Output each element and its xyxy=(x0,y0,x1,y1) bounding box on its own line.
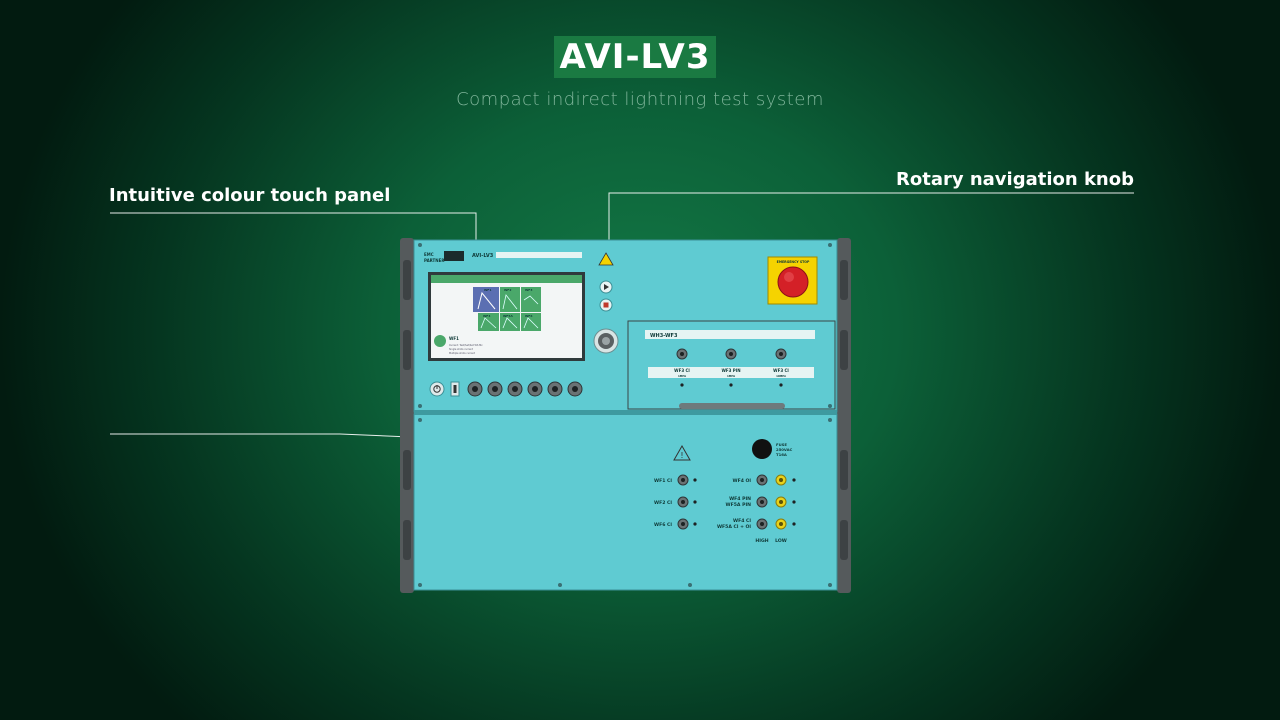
lower-left-label-3: WF6 Cl xyxy=(654,522,672,528)
lower-right-label-4: WF4 Cl xyxy=(733,518,751,524)
lower-right-label-5: WF5A Cl + Ol xyxy=(717,524,751,530)
port-sub-3: 10MHz xyxy=(776,374,786,378)
lower-right-bnc xyxy=(756,474,796,530)
emergency-stop-label: EMERGENCY STOP xyxy=(777,260,810,264)
model-strip xyxy=(496,252,582,258)
warning-icon xyxy=(598,252,614,266)
lower-left-label-1: WF1 Cl xyxy=(654,478,672,484)
tile-label-wf4: WF4 xyxy=(483,314,490,318)
upper-bnc-row xyxy=(676,348,787,360)
lower-right-label-2: WF4 PIN xyxy=(729,496,751,502)
tile-label-wf1: WF1 xyxy=(484,288,491,292)
fuse-label-2: 250VAC xyxy=(776,447,793,452)
tile-label-wf2: WF2 xyxy=(504,288,511,292)
port-label-3: WF3 Cl xyxy=(773,368,789,373)
callout-rotary-knob: Rotary navigation knob xyxy=(895,169,1134,190)
fuse-holder[interactable] xyxy=(752,439,772,459)
port-sub-1: 1MHz xyxy=(678,374,687,378)
info-line-1: Current: Test/Set/Set WS Mx xyxy=(449,344,483,347)
right-rail xyxy=(837,238,851,593)
emergency-stop-button[interactable] xyxy=(777,266,809,298)
port-label-2: WF3 PIN xyxy=(721,368,740,373)
selected-wave-name: WF1 xyxy=(449,336,459,341)
model-label: AVI-LV3 xyxy=(472,253,494,259)
callout-touch-panel: Intuitive colour touch panel xyxy=(109,185,391,206)
brand-line1: EMC xyxy=(424,252,434,257)
high-label: HIGH xyxy=(755,538,768,544)
connector-row-upper xyxy=(467,381,583,397)
low-label: LOW xyxy=(775,538,787,544)
lower-unit xyxy=(413,413,838,591)
stop-icon xyxy=(603,302,609,308)
svg-text:!: ! xyxy=(680,451,683,460)
left-rail xyxy=(400,238,414,593)
brand-logo xyxy=(444,251,464,261)
module-label-strip xyxy=(645,330,815,339)
lower-left-bnc xyxy=(677,474,697,530)
tile-label-wf6: WF6 xyxy=(525,314,532,318)
waveform-tiles[interactable]: WF1 WF2 WF3 WF4 WF5A WF6 xyxy=(473,287,541,331)
product-title: AVI-LV3 xyxy=(554,36,716,78)
module-label: WH3-WF3 xyxy=(650,333,678,339)
fuse-label-3: T16A xyxy=(776,452,787,457)
product-subtitle: Compact indirect lightning test system xyxy=(456,89,824,110)
selected-wave-icon xyxy=(434,335,446,347)
lower-right-label-3: WF5A PIN xyxy=(726,502,752,508)
lower-right-label-1: WF4 Ol xyxy=(733,478,752,484)
play-icon xyxy=(604,284,609,290)
info-line-2: Single shots current xyxy=(449,348,473,351)
info-line-3: Multiple shots current xyxy=(449,352,475,355)
port-label-strip xyxy=(648,367,814,378)
brand-line2: PARTNER xyxy=(424,258,444,263)
warning-icon-lower xyxy=(673,444,691,461)
tile-wf3[interactable] xyxy=(521,287,541,312)
tile-label-wf5a: WF5A xyxy=(503,314,513,318)
port-label-1: WF3 Cl xyxy=(674,368,690,373)
fuse-label-1: FUSE xyxy=(776,442,787,447)
tile-label-wf3: WF3 xyxy=(525,288,532,292)
port-sub-2: 1MHz xyxy=(727,374,736,378)
tile-wf4[interactable] xyxy=(478,313,499,331)
handle-bar[interactable] xyxy=(679,403,785,409)
lower-left-label-2: WF2 Cl xyxy=(654,500,672,506)
